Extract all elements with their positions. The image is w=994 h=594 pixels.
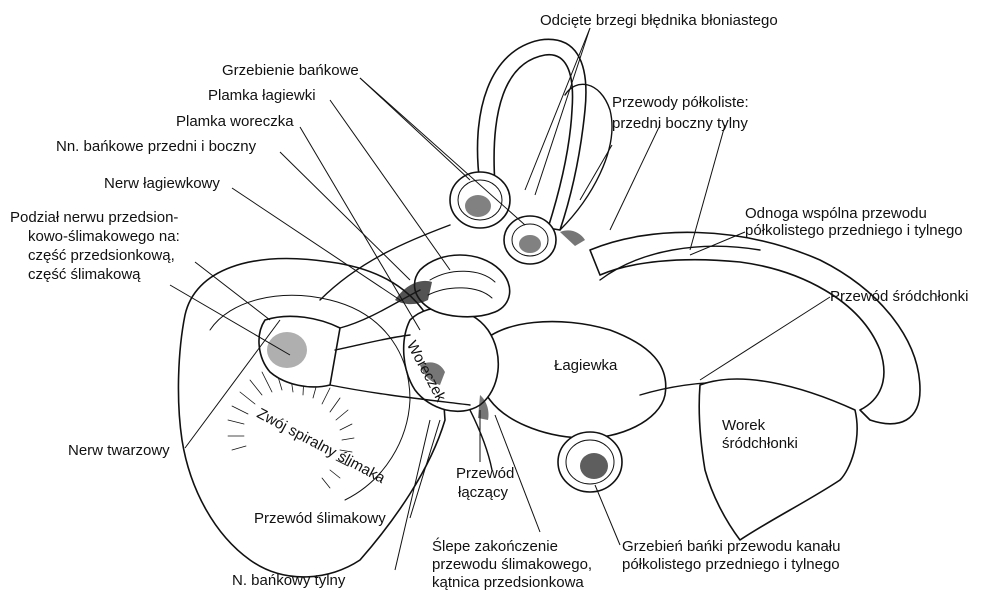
label-plamka-woreczka: Plamka woreczka (176, 113, 294, 130)
ductus-reuniens (470, 410, 492, 470)
label-podzial-2: kowo-ślimakowego na: (28, 228, 180, 245)
label-przewod-laczacy-2: łączący (458, 484, 508, 501)
label-slepe-1: Ślepe zakończenie (432, 538, 558, 555)
label-przewod-srodchlonki: Przewód śródchłonki (830, 288, 968, 305)
label-grzebien-1: Grzebień bańki przewodu kanału (622, 538, 840, 555)
label-odnoga-2: półkolistego przedniego i tylnego (745, 222, 963, 239)
utricle-shape (477, 322, 666, 439)
label-odnoga-1: Odnoga wspólna przewodu (745, 205, 927, 222)
label-n-bankowy-tylny: N. bańkowy tylny (232, 572, 345, 589)
label-przedni-boczny-tylny: przedni boczny tylny (612, 115, 748, 132)
label-przewod-laczacy-1: Przewód (456, 465, 514, 482)
label-nn-bankowe: Nn. bańkowe przedni i boczny (56, 138, 256, 155)
label-odciete-brzegi: Odcięte brzegi błędnika błoniastego (540, 12, 778, 29)
label-nerw-lagiewkowy: Nerw łagiewkowy (104, 175, 220, 192)
label-worek-1: Worek (722, 417, 765, 434)
label-nerw-twarzowy: Nerw twarzowy (68, 442, 170, 459)
label-grzebienie-bankowe: Grzebienie bańkowe (222, 62, 359, 79)
label-plamka-lagiewki: Plamka łagiewki (208, 87, 316, 104)
label-podzial-3: część przedsionkową, (28, 247, 175, 264)
endolymphatic-sac (699, 379, 857, 540)
label-slepe-3: kątnica przedsionkowa (432, 574, 584, 591)
label-przewod-slimakowy: Przewód ślimakowy (254, 510, 386, 527)
label-worek-2: śródchłonki (722, 435, 798, 452)
label-grzebien-2: półkolistego przedniego i tylnego (622, 556, 840, 573)
label-podzial-1: Podział nerwu przedsion- (10, 209, 178, 226)
label-slepe-2: przewodu ślimakowego, (432, 556, 592, 573)
label-przewody-polkoliste: Przewody półkoliste: (612, 94, 749, 111)
label-lagiewka: Łagiewka (554, 357, 617, 374)
label-podzial-4: część ślimakową (28, 266, 141, 283)
